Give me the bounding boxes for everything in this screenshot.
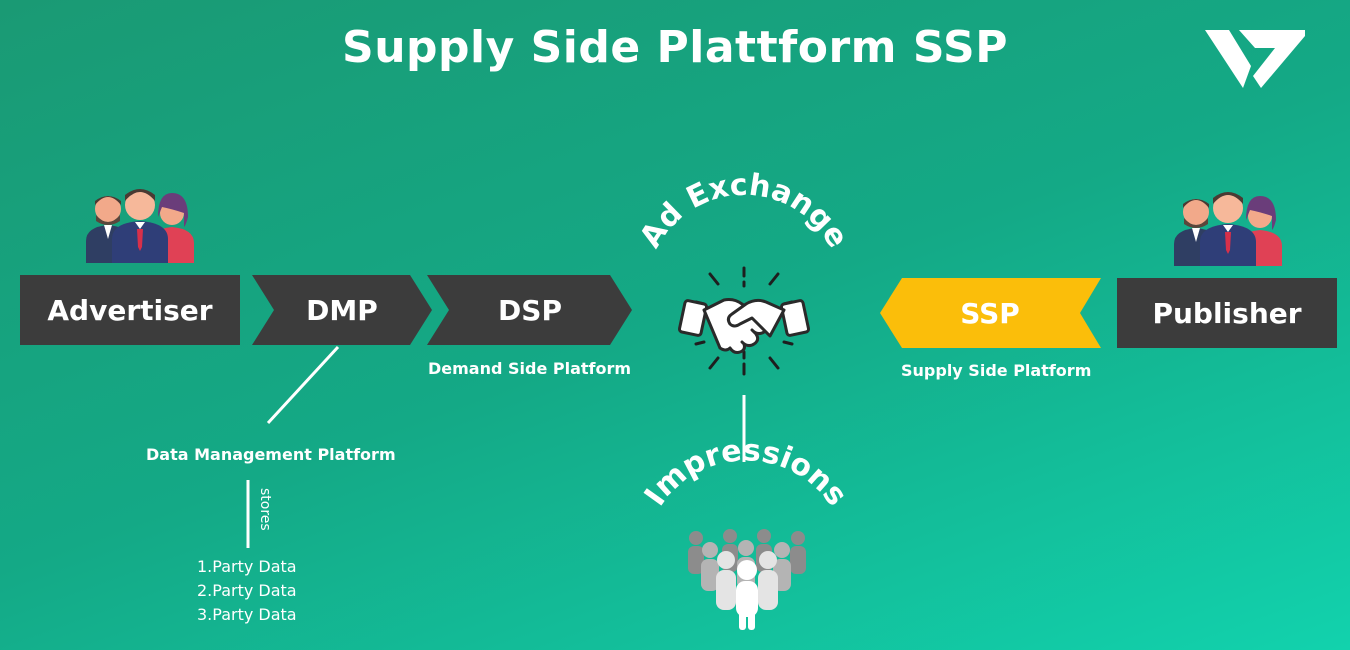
advertiser-box [20,275,240,345]
diamond-y-logo-icon [1205,30,1305,88]
list-item: 1.Party Data [197,557,297,576]
advertiser-business-group-icon [86,189,194,263]
list-number: 3. [197,605,213,624]
ssp-caption: Supply Side Platform [901,361,1092,380]
ad-exchange-label: Ad Exchange [633,168,855,254]
ssp-label: SSP [960,296,1020,330]
list-number: 2. [197,581,213,600]
publisher-business-group-icon [1174,192,1282,266]
ssp-arrow [880,278,1101,348]
dsp-label: DSP [498,293,562,327]
dmp-caption: Data Management Platform [146,445,396,464]
publisher-label: Publisher [1152,296,1302,330]
crowd-icon [688,529,806,630]
publisher-box [1117,278,1337,348]
dmp-connector-line [266,345,340,425]
list-item: 3.Party Data [197,605,297,624]
list-number: 1. [197,557,213,576]
advertiser-label: Advertiser [47,293,213,327]
dmp-chevron [252,275,432,345]
list-item: 2.Party Data [197,581,297,600]
dsp-caption: Demand Side Platform [428,359,632,378]
impressions-label: Impressions [638,433,854,512]
handshake-icon [677,266,811,376]
dsp-chevron [427,275,632,345]
party-data-list: 1.Party Data 2.Party Data 3.Party Data [197,557,297,629]
stores-label: stores [257,488,273,531]
page-title: Supply Side Plattform SSP [342,22,1008,73]
stores-label-wrap: stores [255,486,275,542]
dmp-label: DMP [306,293,378,327]
